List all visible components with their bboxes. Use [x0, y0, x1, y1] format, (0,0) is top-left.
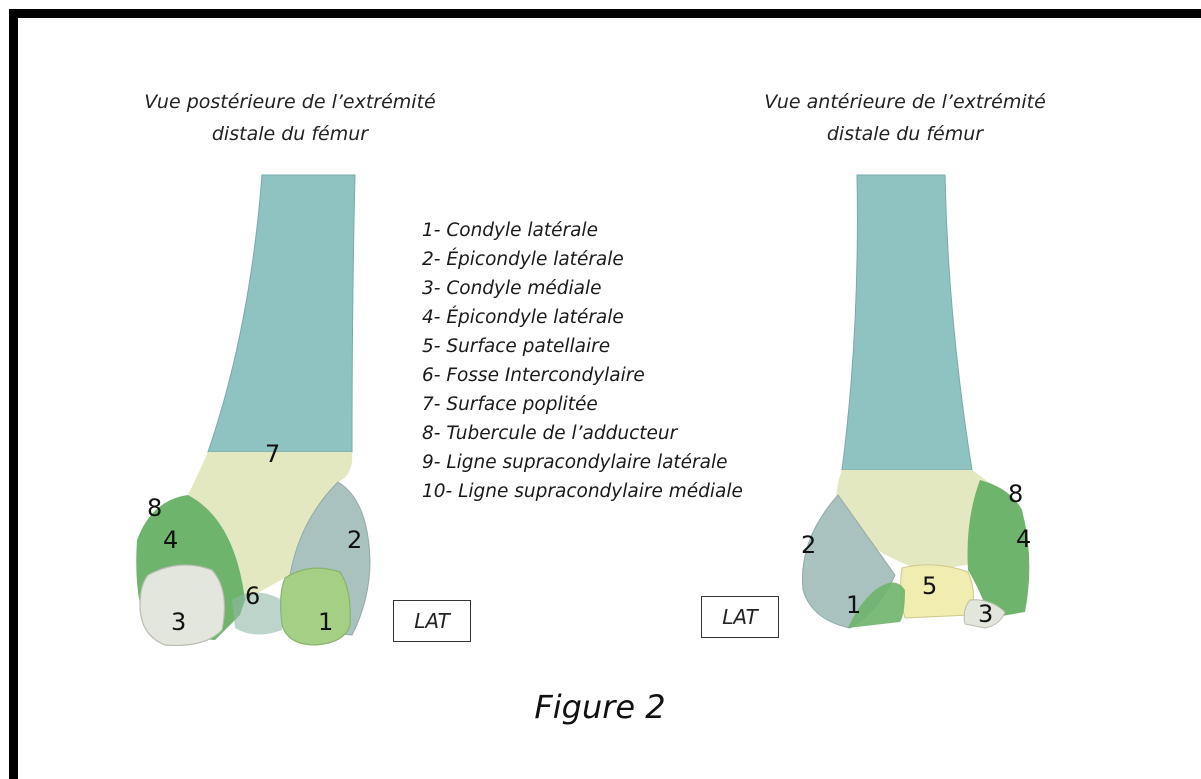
legend-item-7: 7- Surface poplitée	[422, 390, 743, 419]
lat-label-anterior: LAT	[701, 596, 779, 638]
label-2-anterior: 2	[801, 531, 816, 559]
figure-caption: Figure 2	[480, 688, 720, 726]
legend-item-3: 3- Condyle médiale	[422, 274, 743, 303]
legend-item-10: 10- Ligne supracondylaire médiale	[422, 477, 743, 506]
legend-item-9: 9- Ligne supracondylaire latérale	[422, 448, 743, 477]
label-1-anterior: 1	[846, 591, 861, 619]
anterior-shaft	[842, 175, 972, 470]
legend-item-2: 2- Épicondyle latérale	[422, 245, 743, 274]
legend-item-5: 5- Surface patellaire	[422, 332, 743, 361]
legend-item-4: 4- Épicondyle latérale	[422, 303, 743, 332]
legend-item-1: 1- Condyle latérale	[422, 216, 743, 245]
label-8-anterior: 8	[1008, 480, 1023, 508]
label-4-anterior: 4	[1016, 525, 1031, 553]
legend-item-8: 8- Tubercule de l’adducteur	[422, 419, 743, 448]
legend-item-6: 6- Fosse Intercondylaire	[422, 361, 743, 390]
anatomy-legend: 1- Condyle latérale 2- Épicondyle latéra…	[422, 216, 743, 506]
label-5-anterior: 5	[922, 572, 937, 600]
lat-label-posterior: LAT	[393, 600, 471, 642]
label-3-anterior: 3	[978, 600, 993, 628]
